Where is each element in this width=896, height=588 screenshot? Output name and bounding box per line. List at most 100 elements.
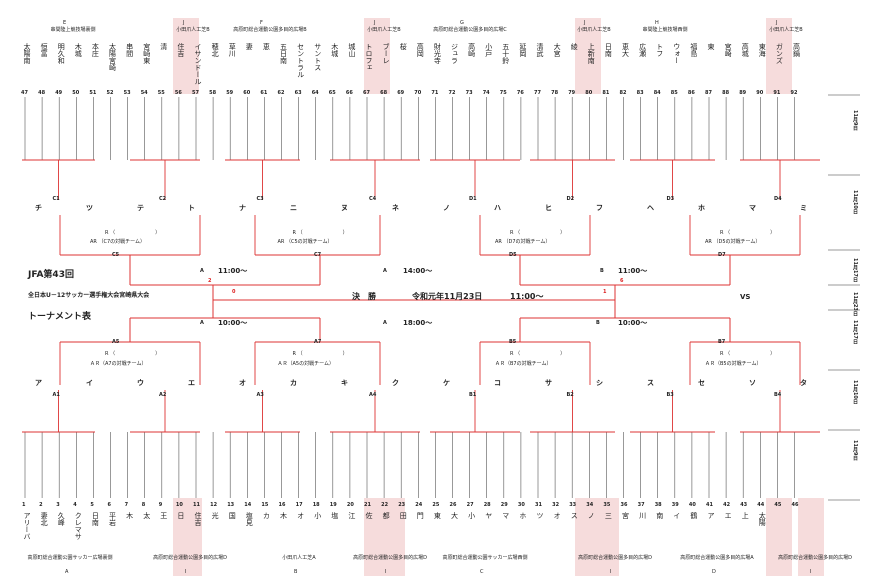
team-number-bottom: 39 [671, 502, 679, 508]
venue-col-letter: D [712, 569, 716, 575]
team-number-top: 64 [311, 90, 319, 96]
team-name-top: 明久和 [57, 43, 66, 64]
round-label-top: ネ [392, 204, 399, 212]
semi-code: D5 [509, 252, 517, 258]
team-name-bottom: カ [262, 512, 271, 519]
team-name-top: 綾 [570, 43, 579, 50]
venue-name: 小田爪人工芝A [282, 555, 316, 561]
semi-code: A5 [112, 339, 120, 345]
team-name-bottom: 鶴 [689, 512, 698, 519]
team-number-bottom: 19 [329, 502, 337, 508]
team-number-bottom: 11 [193, 502, 200, 508]
round-label-top: ト [188, 204, 195, 212]
date-band: 11月17日 [852, 258, 858, 282]
team-name-top: トロフェ [365, 43, 373, 71]
match-code-top: C3 [256, 196, 264, 202]
venue-name: 小田爪人工芝B [577, 27, 611, 33]
team-number-bottom: 31 [535, 502, 542, 508]
team-number-bottom: 32 [552, 502, 560, 508]
team-name-bottom: 久峰 [57, 512, 66, 526]
team-name-bottom: 大 [450, 512, 459, 519]
team-name-bottom: 小 [467, 512, 476, 519]
team-number-top: 83 [636, 90, 644, 96]
match-code-bottom: A2 [159, 392, 167, 398]
team-name-bottom: ス [570, 512, 579, 519]
team-name-top: 恒富 [40, 43, 49, 57]
round-label-top: テ [137, 204, 144, 212]
semi-text-bottom: ＡＲ（B5の対戦チーム） [705, 361, 762, 367]
team-name-top: 木城 [74, 43, 83, 57]
venue-col-letter: J [584, 20, 586, 26]
team-number-top: 53 [123, 90, 131, 96]
team-number-bottom: 44 [757, 502, 765, 508]
score: 6 [620, 278, 624, 284]
venue-col-letter: I [385, 569, 387, 575]
team-number-bottom: 9 [158, 502, 163, 508]
venue-name: 小田爪人工芝B [367, 27, 401, 33]
team-name-bottom: クレマサ [74, 512, 83, 540]
venue-name: 小田爪人工芝B [769, 27, 803, 33]
vs-label: VS [740, 293, 751, 301]
team-name-bottom: オ [553, 512, 562, 519]
team-number-top: 86 [687, 90, 695, 96]
team-name-bottom: 王 [159, 512, 168, 519]
venue-name: 高原町総合運動公園サッカー広場西側 [442, 555, 528, 561]
team-name-bottom: マ [501, 512, 510, 519]
team-number-top: 68 [380, 90, 388, 96]
team-name-bottom: 平岩 [108, 512, 117, 526]
team-number-bottom: 8 [141, 502, 146, 508]
match-time: 10:00～ [618, 319, 648, 327]
semi-code: D7 [718, 252, 726, 258]
team-number-top: 87 [705, 90, 712, 96]
team-name-top: ブーレ [382, 43, 391, 64]
match-code-top: C4 [369, 196, 377, 202]
team-number-bottom: 26 [449, 502, 457, 508]
round-label-bottom: ウ [137, 379, 144, 387]
team-name-top: 高崎 [467, 43, 476, 57]
match-time: 18:00～ [403, 319, 433, 327]
team-number-bottom: 18 [312, 502, 320, 508]
venue-name: 高原町総合運動公園多目的広場B [233, 27, 307, 33]
team-name-bottom: 田 [399, 512, 408, 519]
team-name-bottom: 日南 [91, 512, 100, 526]
venue-col-letter: J [183, 20, 185, 26]
venue-col-letter: C [480, 569, 484, 575]
venue-name: 小田爪人工芝B [176, 27, 210, 33]
round-label-bottom: イ [86, 379, 93, 387]
team-name-top: トフ [655, 43, 664, 57]
team-number-top: 82 [619, 90, 627, 96]
semi-text-bottom: ＡＲ（A7の対戦チーム） [90, 361, 147, 367]
semi-code: C7 [314, 252, 322, 258]
round-label-top: ナ [239, 204, 246, 212]
round-label-top: チ [35, 204, 42, 212]
r-label-top: R （ ） [720, 230, 776, 236]
team-name-top: 住吉 [176, 43, 185, 57]
venue-name: 高原町総合運動公園多目的広場D [153, 555, 227, 561]
bracket-label: トーナメント表 [28, 312, 92, 322]
team-number-top: 50 [72, 90, 80, 96]
team-name-bottom: 木 [279, 512, 288, 519]
team-number-top: 54 [140, 90, 148, 96]
team-name-top: ガンズ [775, 43, 784, 64]
highlight-column [575, 18, 601, 94]
team-name-top: 本庄 [91, 43, 100, 57]
team-number-bottom: 14 [244, 502, 252, 508]
team-name-top: 福島 [689, 43, 698, 57]
highlight-column [173, 18, 199, 94]
venue-col-letter: G [460, 20, 464, 26]
team-name-bottom: 塩 [330, 512, 339, 519]
round-label-bottom: ク [392, 379, 399, 387]
team-number-top: 73 [465, 90, 473, 96]
round-label-bottom: コ [494, 379, 501, 387]
match-code-bottom: A1 [52, 392, 60, 398]
match-code-top: D2 [566, 196, 575, 202]
date-band: 11月9日 [852, 110, 858, 131]
team-name-top: 上新南 [587, 43, 596, 64]
r-label-bottom: R （ ） [720, 351, 776, 357]
venue-name: 高原町総合運動公園多目的広場D [353, 555, 427, 561]
r-label-top: R （ ） [105, 230, 161, 236]
r-label-bottom: R （ ） [510, 351, 566, 357]
team-number-top: 80 [585, 90, 593, 96]
team-number-bottom: 29 [500, 502, 508, 508]
